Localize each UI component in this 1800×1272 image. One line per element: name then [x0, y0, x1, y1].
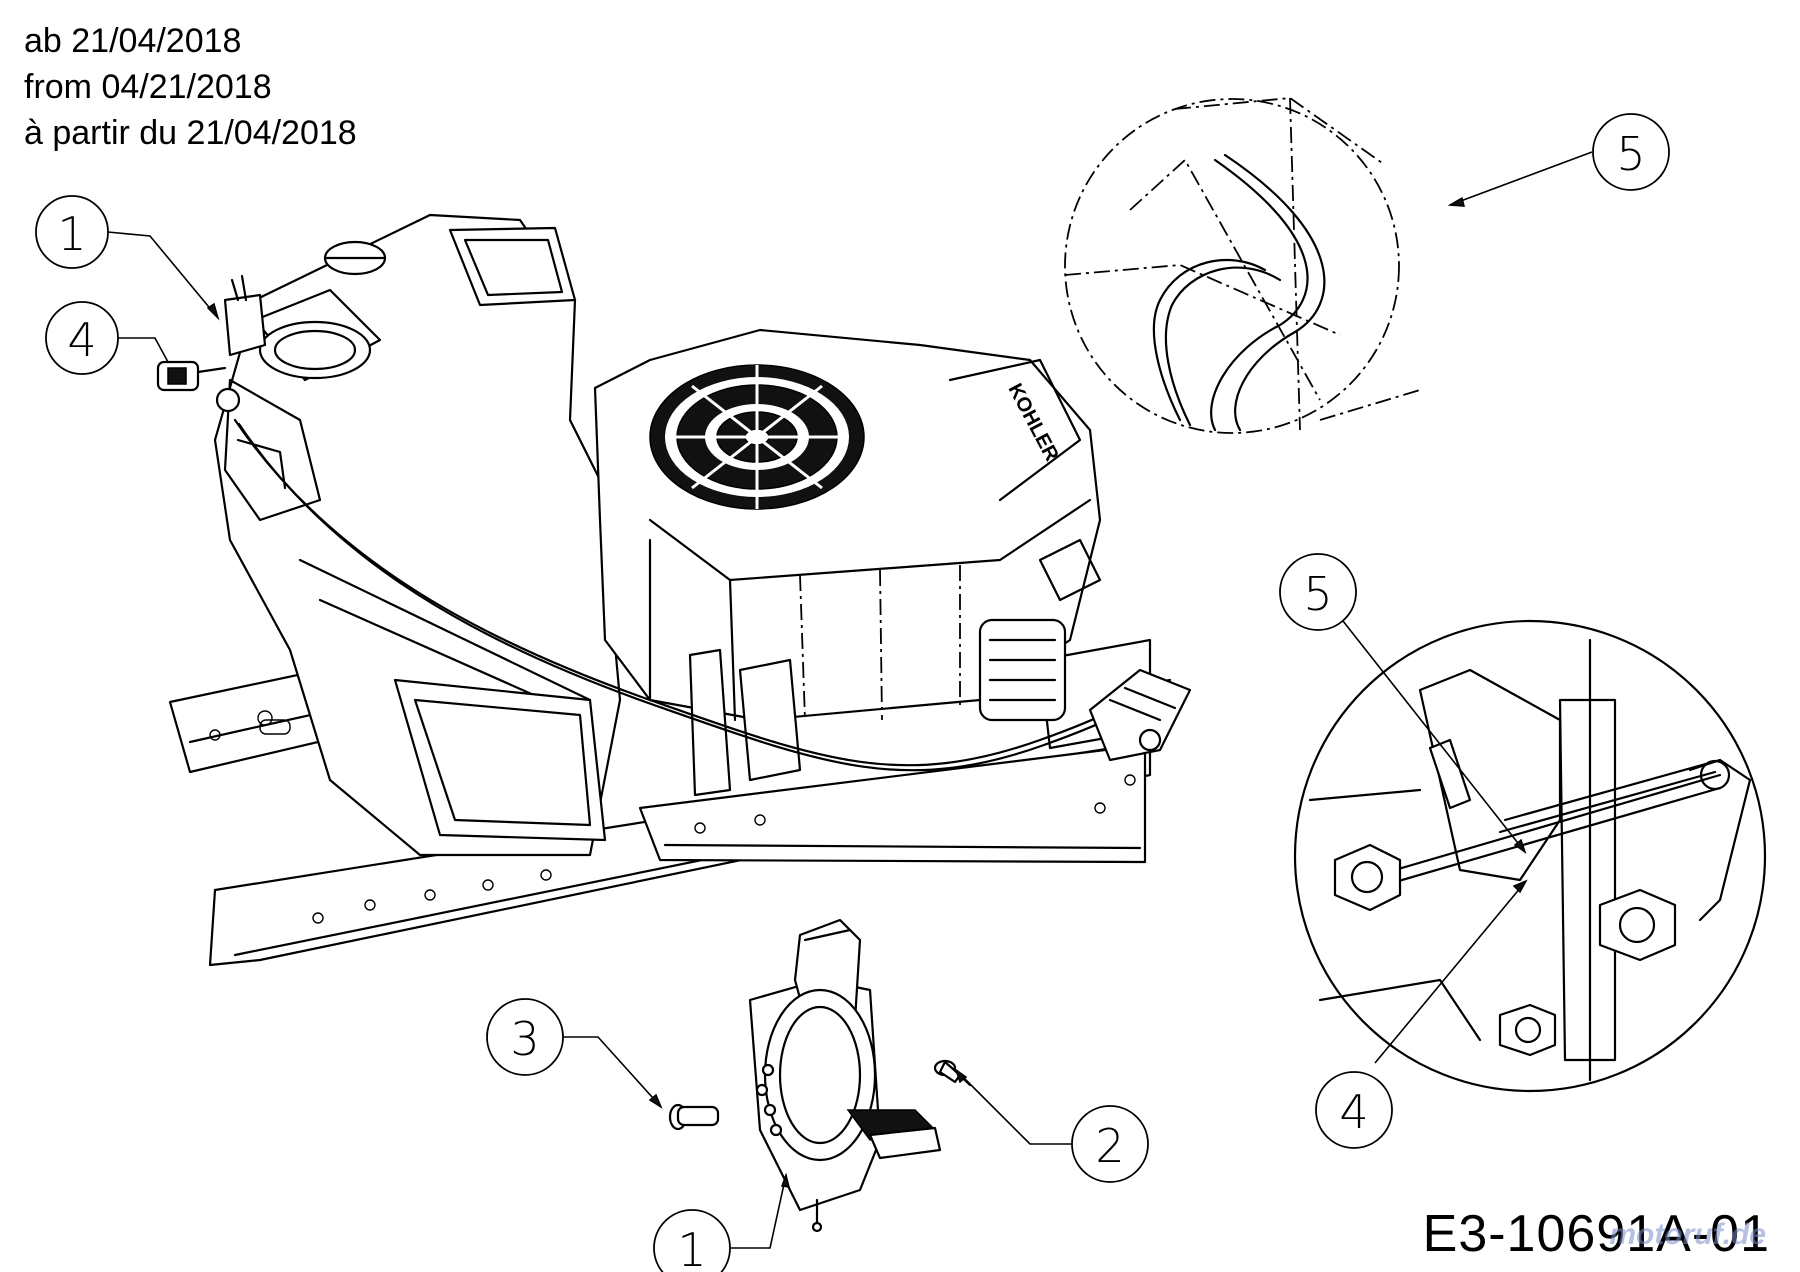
watermark: motoruf.de — [1609, 1218, 1766, 1251]
callout-5-top-detail-label: 5 — [1616, 127, 1645, 181]
callout-1-top-label: 1 — [57, 207, 86, 261]
date-note-german: ab 21/04/2018 — [24, 22, 242, 60]
ignition-switch-on-dash — [156, 360, 227, 392]
callout-4-bottom-detail: 4 — [1315, 1071, 1393, 1149]
bolt-right — [1598, 888, 1677, 962]
callout-2-label: 2 — [1095, 1119, 1124, 1173]
callout-4-left-label: 4 — [67, 313, 96, 367]
detail-view-bottom — [1293, 619, 1767, 1093]
date-note-english: from 04/21/2018 — [24, 68, 272, 106]
chassis-frame — [168, 626, 1152, 967]
detail-view-top — [1064, 97, 1421, 434]
callout-1-bottom: 1 — [653, 1209, 731, 1272]
bolt-lower — [1498, 1003, 1557, 1057]
dash-housing — [213, 213, 622, 857]
effective-date-notes: ab 21/04/2018 from 04/21/2018 à partir d… — [24, 18, 357, 156]
throttle-control-assembly — [748, 918, 942, 1233]
callout-2: 2 — [1071, 1105, 1149, 1183]
figure-id: E3-10691A-01 — [1422, 1205, 1770, 1263]
callout-5-bottom-detail: 5 — [1279, 553, 1357, 631]
screw-part-2 — [933, 1059, 972, 1087]
bolt-left — [1333, 843, 1402, 912]
callout-5-top-detail: 5 — [1592, 113, 1670, 191]
screw-part-3 — [668, 1103, 720, 1131]
date-note-french: à partir du 21/04/2018 — [24, 114, 357, 152]
engine: KOHLER — [593, 328, 1102, 797]
callout-3: 3 — [486, 998, 564, 1076]
callout-1-bottom-label: 1 — [677, 1223, 706, 1272]
engine-fan-grille — [649, 364, 865, 510]
leader-lines — [107, 151, 1593, 1249]
frame-holes — [209, 710, 1136, 924]
callout-1-top: 1 — [35, 195, 109, 269]
engine-governor-bracket — [1088, 668, 1192, 762]
callout-4-left: 4 — [45, 301, 119, 375]
throttle-lever-on-dash — [215, 274, 267, 413]
callout-4-bottom-detail-label: 4 — [1339, 1085, 1368, 1139]
callout-3-label: 3 — [510, 1012, 539, 1066]
callout-5-bottom-detail-label: 5 — [1303, 567, 1332, 621]
